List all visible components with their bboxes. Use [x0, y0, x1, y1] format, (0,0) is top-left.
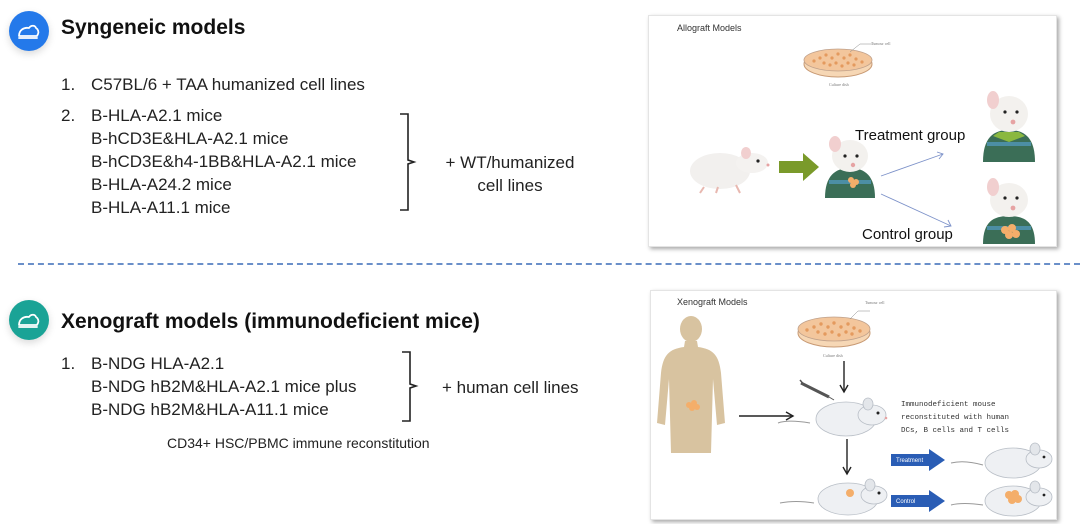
xenograft-figure: Xenograft Models Tumour cell Culture dis…: [650, 290, 1057, 520]
item-number: 1.: [61, 75, 76, 94]
dish-caption: Culture dish: [829, 82, 849, 87]
tumor-bearing-mouse-image: [779, 478, 888, 516]
mouse-icon: [18, 24, 40, 39]
mouse-description: Immunodeficient mouse reconstituted with…: [901, 399, 1009, 438]
allograft-figure-title: Allograft Models: [677, 23, 742, 33]
description-line: Immunodeficient mouse: [901, 401, 996, 409]
human-silhouette-image: [657, 316, 725, 453]
right-brace: [402, 351, 419, 422]
strain-line: B-HLA-A2.1 mice: [91, 106, 223, 125]
syngeneic-badge: [9, 11, 49, 51]
brace-label-line: cell lines: [477, 176, 543, 195]
syngeneic-brace-label: + WT/humanized cell lines: [435, 151, 585, 197]
immunodeficient-mouse-image: [777, 397, 888, 437]
syringe-icon: [799, 379, 835, 401]
treatment-mouse-image: [983, 91, 1035, 162]
control-mouse-image: [983, 178, 1035, 244]
item-number: 1.: [61, 354, 76, 373]
strain-line: B-HLA-A11.1 mice: [91, 198, 231, 217]
strain-line: B-hCD3E&HLA-A2.1 mice: [91, 129, 289, 148]
dish-label: Tumour cell: [871, 41, 891, 46]
arrow-right-icon: [739, 411, 795, 421]
description-line: DCs, B cells and T cells: [901, 427, 1010, 435]
xenograft-badge: [9, 300, 49, 340]
allograft-figure: Allograft Models Tumour cell Culture dis…: [648, 15, 1057, 247]
immune-reconstitution-note: CD34+ HSC/PBMC immune reconstitution: [167, 435, 430, 451]
arrow-down-icon: [842, 439, 852, 476]
treatment-mouse-image: [950, 442, 1053, 479]
brace-label-line: + WT/humanized: [445, 153, 575, 172]
treatment-arrow-label: Treatment: [896, 458, 924, 464]
control-arrow: [891, 490, 945, 512]
control-mouse-image: [950, 480, 1053, 517]
item-number: 2.: [61, 106, 76, 125]
implanted-mouse-image: [825, 136, 875, 198]
right-brace: [400, 113, 417, 211]
dish-caption: Culture dish: [823, 353, 843, 358]
treatment-group-label: Treatment group: [855, 127, 966, 144]
syngeneic-item-2: 2.B-HLA-A2.1 mice B-hCD3E&HLA-A2.1 mice …: [61, 104, 357, 219]
strain-line: B-HLA-A24.2 mice: [91, 175, 232, 194]
item-text: C57BL/6 + TAA humanized cell lines: [91, 75, 365, 94]
section-divider: [18, 263, 1080, 265]
arrow-down-icon: [839, 361, 849, 394]
xenograft-figure-title: Xenograft Models: [677, 297, 748, 307]
strain-line: B-NDG hB2M&HLA-A2.1 mice plus: [91, 377, 357, 396]
xenograft-item-1: 1. B-NDG HLA-A2.1 B-NDG hB2M&HLA-A2.1 mic…: [61, 352, 356, 421]
description-line: reconstituted with human: [901, 414, 1010, 422]
rat-image: [690, 147, 770, 194]
xenograft-brace-label: + human cell lines: [442, 378, 579, 397]
strain-line: B-NDG hB2M&HLA-A11.1 mice: [91, 400, 329, 419]
treatment-arrow: [891, 449, 945, 471]
culture-dish-icon: [797, 310, 871, 348]
mouse-icon: [18, 313, 40, 328]
control-arrow-label: Control: [896, 499, 916, 505]
dish-label: Tumour cell: [865, 300, 885, 305]
green-arrow-icon: [779, 153, 819, 181]
strain-line: B-hCD3E&h4-1BB&HLA-A2.1 mice: [91, 152, 357, 171]
strain-line: B-NDG HLA-A2.1: [91, 354, 225, 373]
culture-dish-icon: [803, 43, 873, 78]
control-group-label: Control group: [862, 226, 953, 243]
xenograft-title: Xenograft models (immunodeficient mice): [61, 310, 480, 333]
syngeneic-item-1: 1. C57BL/6 + TAA humanized cell lines: [61, 73, 365, 96]
branch-arrows: [880, 151, 952, 228]
syngeneic-title: Syngeneic models: [61, 16, 246, 39]
